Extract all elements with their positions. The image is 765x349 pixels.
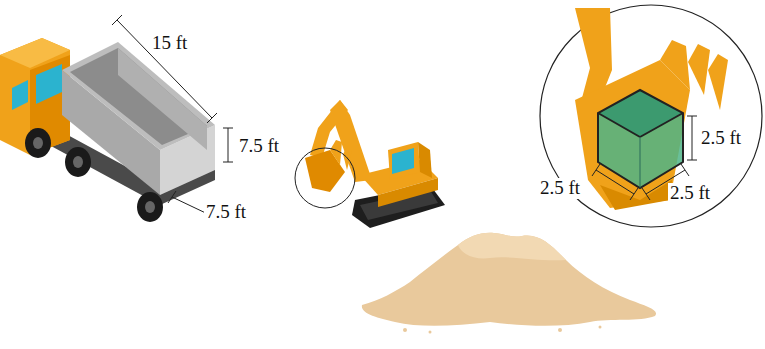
width-dimension: 7.5 ft [204, 202, 248, 223]
cube-width-dimension: 2.5 ft [538, 178, 582, 199]
height-dimension: 7.5 ft [237, 136, 281, 157]
length-dimension: 15 ft [150, 33, 189, 54]
dimension-lines [112, 15, 233, 222]
cube-depth-dimension: 2.5 ft [668, 183, 712, 204]
excavator [295, 100, 445, 228]
sand-pile [362, 233, 656, 334]
cube-height-dimension: 2.5 ft [699, 128, 743, 149]
dump-truck [0, 38, 215, 222]
